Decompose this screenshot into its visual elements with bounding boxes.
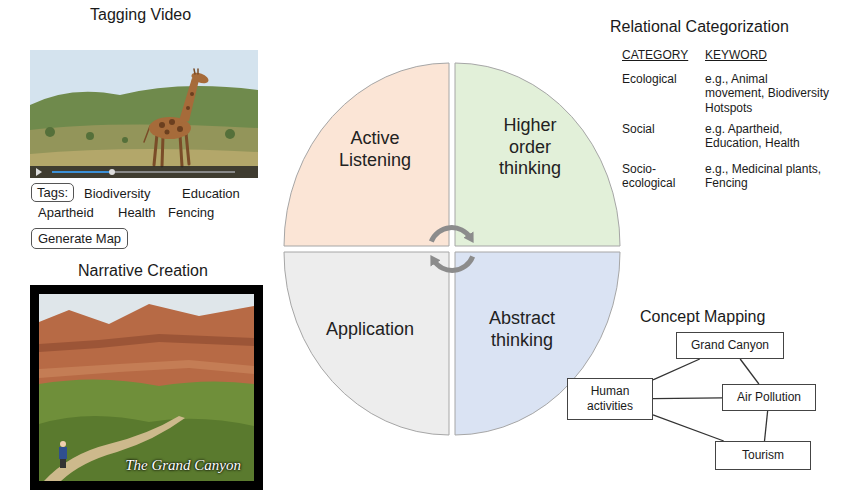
connector-line [653,415,724,441]
node-text: Air Pollution [737,390,801,405]
tag-text: Apartheid [38,205,94,220]
node-text: Higher order thinking [485,115,575,180]
quadrant: Application [284,252,449,435]
table-header: KEYWORD [705,48,767,62]
hills [30,86,258,178]
vegetation [39,416,254,481]
quadrant-shape [284,252,449,435]
player-bar [30,166,258,178]
table-cell: e.g. Apartheid, Education, Health [705,122,830,151]
connector-line [653,397,722,399]
rock-stratum [39,334,254,352]
tag-text: Health [118,205,156,220]
hiker-legs [60,459,66,468]
node-text: Application [315,319,425,341]
tag-text: Education [182,186,240,201]
node-text: Tourism [742,448,784,463]
node-text: Abstract thinking [472,308,572,351]
giraffe [144,69,210,166]
rock-stratum [39,360,254,378]
progress-knob [109,169,115,175]
grass [30,149,258,178]
concept-box: Air Pollution [722,384,816,411]
play-icon [36,168,42,176]
canyon-photo [39,294,254,481]
tag-text: Biodiversity [84,186,150,201]
node-text: The Grand Canyon [125,457,241,474]
table-cell: e.g., Medicinal plants, Fencing [705,162,830,191]
quadrant: Higher order thinking [455,63,620,246]
section-title: Tagging Video [90,6,191,24]
table-cell: Social [622,122,655,136]
table-cell: e.g., Animal movement, Biodiversity Hots… [705,72,830,115]
node-text: Human activities [576,384,644,414]
concept-box: Human activities [567,378,653,420]
node-text: Tags: [37,185,68,200]
cycle-arc [431,228,470,242]
shrubs [45,127,235,143]
node-text: Generate Map [38,231,121,246]
video-frame [30,50,258,178]
quadrant-fill [284,252,449,435]
node-text: Active Listening [325,128,425,171]
node-text: Grand Canyon [691,338,769,353]
table-cell: Ecological [622,72,677,86]
photo-frame: The Grand Canyon [30,285,263,490]
section-title: Concept Mapping [640,308,765,326]
connector-line [765,411,768,441]
quadrant-fill [455,63,620,246]
cycle-arc [434,257,473,271]
connector-line [653,359,700,380]
concept-box: Grand Canyon [676,332,784,359]
quadrant: Active Listening [284,63,449,246]
connector-line [740,359,759,384]
section-title: Relational Categorization [610,18,789,36]
progress-track [52,171,235,173]
table-header: CATEGORY [622,48,688,62]
concept-box: Tourism [715,441,811,470]
vegetation [39,379,254,481]
progress-played [52,171,112,173]
hiker-body [59,447,67,459]
tag-text: Fencing [168,205,214,220]
field [30,124,258,178]
sky [39,294,254,481]
map-button: Generate Map [31,228,128,249]
sky [30,50,258,178]
tag-button: Tags: [31,183,74,202]
hiker-head [60,441,66,447]
cycle-arrows [417,214,487,284]
quadrant-fill [284,63,449,246]
table-cell: Socio-ecological [622,162,684,191]
section-title: Narrative Creation [78,262,208,280]
